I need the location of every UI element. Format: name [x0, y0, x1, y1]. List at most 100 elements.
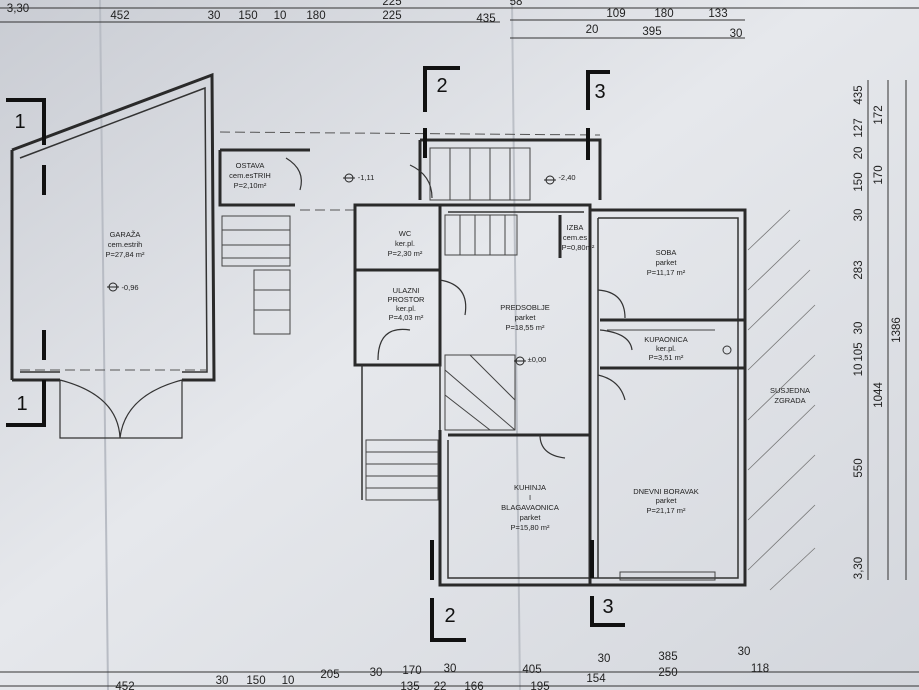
svg-text:ker.pl.: ker.pl. — [396, 304, 416, 313]
dim-label: 118 — [751, 663, 769, 675]
room-label-storage: OSTAVA cem.esTRIH P=2,10m² — [229, 161, 271, 190]
dim-label: 435 — [853, 85, 865, 104]
level-terrace: -2,40 — [558, 173, 575, 182]
section-marker-2-bottom: 2 — [444, 605, 455, 627]
dim-label: 30 — [216, 675, 229, 687]
section-marker-3-bottom: 3 — [602, 596, 613, 618]
dim-label: 283 — [853, 260, 865, 279]
drain-symbol — [722, 345, 732, 355]
room-label-pantry: IZBA cem.es P=0,80m² — [562, 223, 595, 252]
level-hall: ±0,00 — [528, 355, 547, 364]
dim-label: 180 — [306, 10, 325, 22]
svg-text:SOBA: SOBA — [656, 248, 677, 257]
section-markers: 1 1 2 2 3 3 — [6, 66, 625, 642]
svg-text:WC: WC — [399, 229, 412, 238]
room-label-kitchen: KUHINJA I BLAGAVAONICA parket P=15,80 m² — [501, 483, 559, 532]
dim-label: 109 — [606, 8, 625, 20]
level-garage: -0,96 — [121, 283, 138, 292]
vestibule-door — [439, 279, 467, 316]
level-corridor: -1,11 — [358, 173, 375, 182]
main-stairs — [429, 147, 531, 431]
storage-door — [285, 157, 302, 191]
svg-text:cem.esTRIH: cem.esTRIH — [229, 171, 271, 180]
section-marker-1-bottom: 1 — [16, 393, 27, 415]
svg-text:cem.es: cem.es — [563, 233, 587, 242]
dim-label: 452 — [110, 10, 129, 22]
dim-label: 30 — [730, 28, 743, 40]
svg-text:ULAZNI: ULAZNI — [393, 286, 420, 295]
svg-text:ker.pl.: ker.pl. — [656, 344, 676, 353]
neighbor-hatch — [747, 209, 816, 591]
svg-text:P=27,84 m²: P=27,84 m² — [106, 250, 145, 259]
room-label-bedroom: SOBA parket P=11,17 m² — [647, 248, 686, 277]
dim-label: 10 — [274, 10, 287, 22]
dim-label: 10 — [282, 675, 295, 687]
top-dimensions: 3,30 452 30 150 10 180 225 225 58 109 18… — [0, 0, 919, 40]
dim-label: 435 — [476, 13, 495, 25]
svg-text:P=0,80m²: P=0,80m² — [562, 243, 595, 252]
right-dimensions: 435 127 172 20 150 170 30 283 1386 30 10… — [853, 80, 907, 580]
dim-label: 195 — [530, 681, 549, 690]
dim-label: 58 — [510, 0, 523, 8]
dim-label: 30 — [208, 10, 221, 22]
garage-stairs — [221, 215, 291, 335]
svg-text:parket: parket — [520, 513, 542, 522]
dim-label: 10 — [853, 364, 865, 377]
dim-label: 30 — [853, 322, 865, 335]
dim-label: 166 — [464, 681, 483, 690]
dim-label: 30 — [598, 653, 611, 665]
dim-label: 3,30 — [853, 557, 865, 579]
dim-label: 20 — [853, 147, 865, 160]
dim-label: 172 — [873, 105, 885, 124]
dim-label: 127 — [853, 118, 865, 137]
svg-text:IZBA: IZBA — [567, 223, 584, 232]
room-label-living: DNEVNI BORAVAK parket P=21,17 m² — [633, 487, 699, 515]
dim-label: 22 — [434, 681, 447, 690]
dim-label: 1044 — [873, 382, 885, 408]
svg-text:GARAŽA: GARAŽA — [110, 230, 141, 239]
dim-label: 550 — [853, 458, 865, 477]
svg-text:KUHINJA: KUHINJA — [514, 483, 546, 492]
bottom-dimensions: 30 150 10 205 30 170 30 405 30 385 30 45… — [0, 646, 919, 690]
dim-label: 3,30 — [7, 3, 29, 15]
dim-label: 395 — [642, 26, 661, 38]
dim-label: 205 — [320, 669, 339, 681]
section-marker-3-top: 3 — [594, 81, 605, 103]
section-marker-2-top: 2 — [436, 75, 447, 97]
svg-text:BLAGAVAONICA: BLAGAVAONICA — [501, 503, 559, 512]
dim-label: 180 — [654, 8, 673, 20]
dim-label: 225 — [382, 10, 401, 22]
neighbor-label: SUSJEDNA — [770, 386, 810, 395]
dim-label: 105 — [853, 342, 865, 361]
room-doors — [409, 164, 633, 459]
neighbor-label: ZGRADA — [774, 396, 805, 405]
dim-label: 1386 — [891, 317, 903, 343]
room-label-bathroom: KUPAONICA ker.pl. P=3,51 m² — [644, 335, 688, 362]
dim-label: 150 — [853, 172, 865, 191]
entrance-door — [377, 328, 411, 361]
dim-label: 154 — [586, 673, 606, 685]
dim-label: 225 — [382, 0, 401, 8]
dim-label: 150 — [238, 10, 257, 22]
room-label-entrance: ULAZNI PROSTOR ker.pl. P=4,03 m² — [388, 286, 426, 322]
room-label-hall: PREDSOBLJE parket P=18,55 m² — [500, 303, 550, 332]
dim-label: 385 — [658, 651, 677, 663]
svg-text:P=11,17 m²: P=11,17 m² — [647, 268, 686, 277]
section-marker-1-top: 1 — [14, 111, 25, 133]
dim-label: 250 — [658, 667, 677, 679]
svg-text:parket: parket — [515, 313, 537, 322]
dim-label: 405 — [522, 664, 541, 676]
dim-label: 170 — [402, 665, 421, 677]
svg-text:PROSTOR: PROSTOR — [388, 295, 426, 304]
dim-label: 150 — [246, 675, 265, 687]
storage-walls — [218, 148, 310, 207]
svg-text:P=18,55 m²: P=18,55 m² — [506, 323, 545, 332]
dim-label: 30 — [853, 209, 865, 222]
svg-text:I: I — [529, 493, 531, 502]
svg-text:PREDSOBLJE: PREDSOBLJE — [500, 303, 550, 312]
svg-text:P=3,51 m²: P=3,51 m² — [649, 353, 684, 362]
svg-text:parket: parket — [656, 258, 678, 267]
dim-label: 20 — [586, 24, 599, 36]
